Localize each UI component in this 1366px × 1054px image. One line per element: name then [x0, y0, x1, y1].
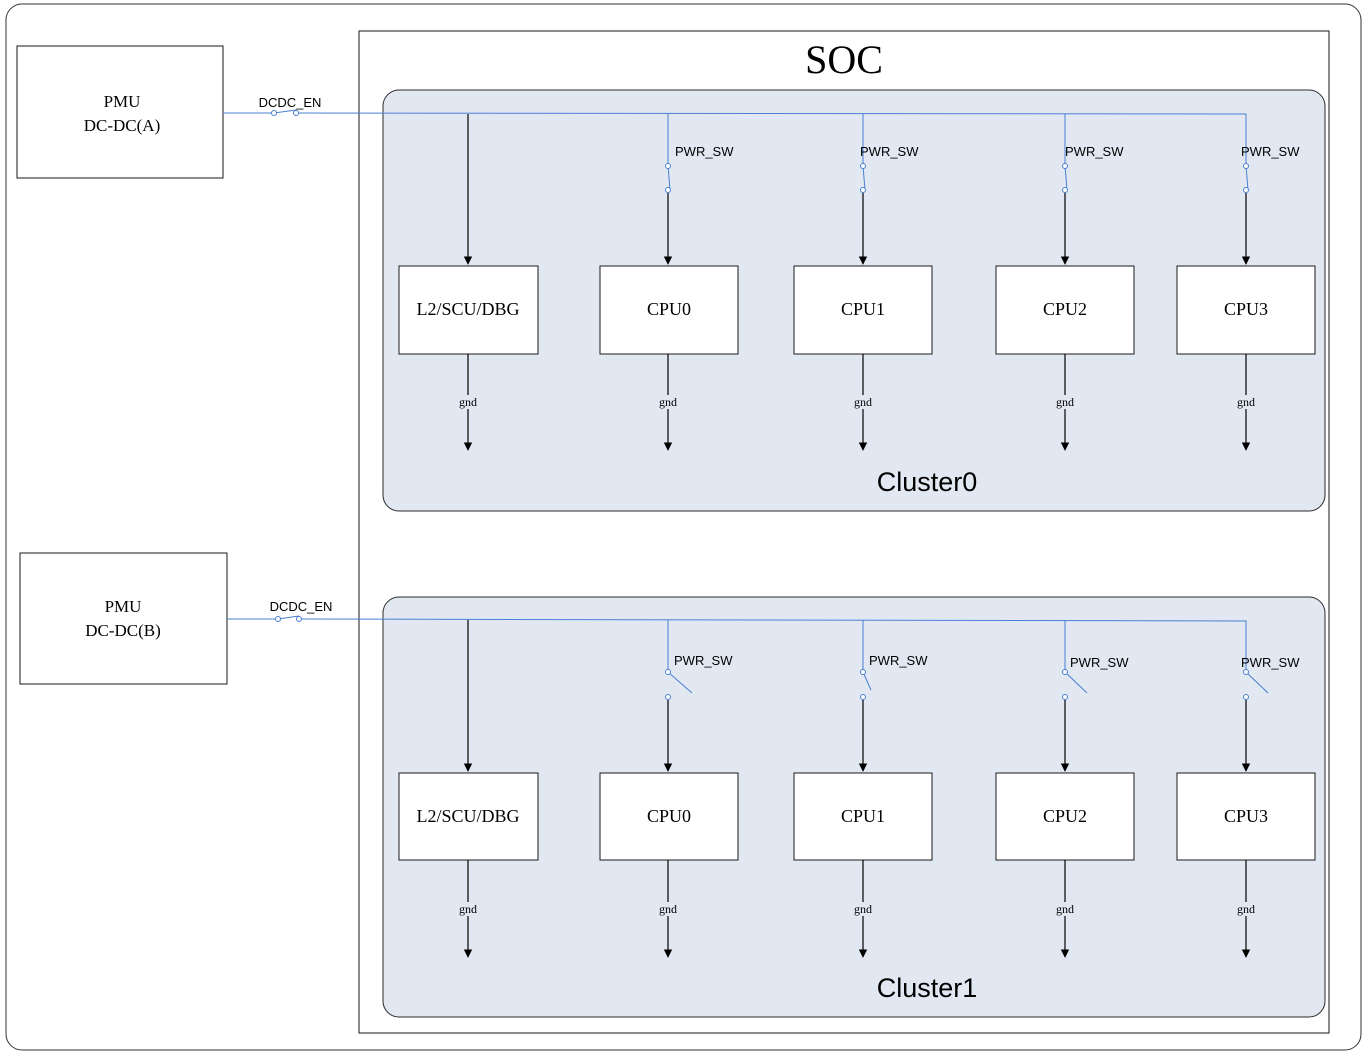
- block-label: CPU1: [841, 299, 885, 319]
- pwr-switch-c0-cpu3: PWR_SW: [1241, 144, 1300, 265]
- block-label: L2/SCU/DBG: [416, 806, 519, 826]
- block-label: CPU3: [1224, 299, 1268, 319]
- pmu-b-title: PMU: [105, 597, 142, 616]
- pwr-sw-label-c0-cpu3: PWR_SW: [1241, 144, 1300, 159]
- block-c0-cpu0: CPU0: [599, 265, 739, 355]
- pmu-a: PMU DC-DC(A): [16, 45, 224, 179]
- gnd-label: gnd: [1237, 395, 1255, 409]
- pwr-sw-label-c1-cpu3: PWR_SW: [1241, 655, 1300, 670]
- pwr-sw-label-c1-cpu1: PWR_SW: [869, 653, 928, 668]
- pwr-switch-c0-cpu2: PWR_SW: [1060, 114, 1124, 265]
- block-label: CPU0: [647, 806, 691, 826]
- pwr-switch-c1-cpu3: PWR_SW: [1241, 655, 1300, 772]
- pmu-a-title: PMU: [104, 92, 141, 111]
- pmu-b: PMU DC-DC(B): [19, 552, 228, 685]
- gnd-label: gnd: [1056, 902, 1074, 916]
- block-c1-cpu0: CPU0: [599, 772, 739, 861]
- gnd-label: gnd: [659, 902, 677, 916]
- gnd-c0: gnd gnd gnd gnd gnd: [455, 354, 1259, 451]
- block-c1-cpu1: CPU1: [793, 772, 933, 861]
- cluster-0-label: Cluster0: [877, 467, 978, 497]
- gnd-c1: gnd gnd gnd gnd gnd: [455, 860, 1259, 958]
- cluster-1: Cluster1 DCDC_EN PWR_SW PWR_SW: [227, 596, 1326, 1018]
- gnd-label: gnd: [659, 395, 677, 409]
- block-c0-cpu3: CPU3: [1176, 265, 1316, 355]
- pwr-switch-c1-cpu0: PWR_SW: [663, 620, 733, 772]
- gnd-label: gnd: [1056, 395, 1074, 409]
- block-label: CPU1: [841, 806, 885, 826]
- cluster-0: Cluster0 DCDC_EN PWR_SW PWR_SW: [223, 89, 1326, 512]
- cluster-1-label: Cluster1: [877, 973, 978, 1003]
- pwr-sw-label-c0-cpu2: PWR_SW: [1065, 144, 1124, 159]
- block-c1-cpu3: CPU3: [1176, 772, 1316, 861]
- pwr-switch-c0-cpu0: PWR_SW: [663, 114, 734, 265]
- block-label: CPU2: [1043, 806, 1087, 826]
- pwr-switch-c1-cpu1: PWR_SW: [858, 620, 928, 772]
- bus-b: [227, 618, 1247, 668]
- block-label: CPU2: [1043, 299, 1087, 319]
- block-c1-l2: L2/SCU/DBG: [398, 772, 539, 861]
- pwr-sw-label-c0-cpu0: PWR_SW: [675, 144, 734, 159]
- gnd-label: gnd: [854, 395, 872, 409]
- pwr-sw-label-c1-cpu0: PWR_SW: [674, 653, 733, 668]
- block-label: CPU3: [1224, 806, 1268, 826]
- block-c1-cpu2: CPU2: [995, 772, 1135, 861]
- pmu-a-subtitle: DC-DC(A): [84, 116, 161, 135]
- pwr-switch-c0-cpu1: PWR_SW: [858, 114, 919, 265]
- gnd-label: gnd: [459, 902, 477, 916]
- dcdc-en-label-a: DCDC_EN: [259, 95, 322, 110]
- gnd-label: gnd: [1237, 902, 1255, 916]
- block-label: L2/SCU/DBG: [416, 299, 519, 319]
- block-label: CPU0: [647, 299, 691, 319]
- pmu-b-subtitle: DC-DC(B): [85, 621, 161, 640]
- bus-a: [223, 112, 1247, 162]
- gnd-label: gnd: [459, 395, 477, 409]
- pwr-sw-label-c1-cpu2: PWR_SW: [1070, 655, 1129, 670]
- pwr-switch-c1-cpu2: PWR_SW: [1060, 620, 1129, 772]
- block-c0-l2: L2/SCU/DBG: [398, 265, 539, 355]
- pwr-sw-label-c0-cpu1: PWR_SW: [860, 144, 919, 159]
- block-c0-cpu2: CPU2: [995, 265, 1135, 355]
- dcdc-en-label-b: DCDC_EN: [270, 599, 333, 614]
- gnd-label: gnd: [854, 902, 872, 916]
- soc-title: SOC: [805, 37, 883, 82]
- block-c0-cpu1: CPU1: [793, 265, 933, 355]
